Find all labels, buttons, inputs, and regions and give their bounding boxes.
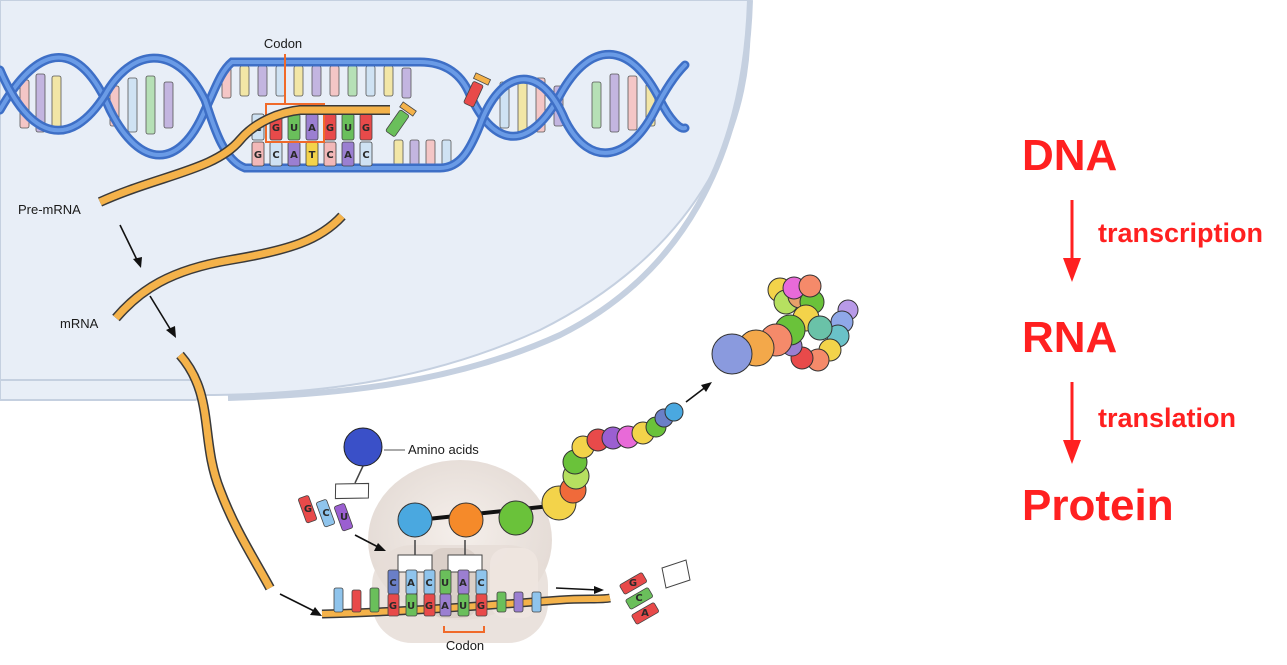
- trna-right-base-1: U: [441, 578, 449, 589]
- exiting-trna-base-2: C: [635, 593, 642, 604]
- codon-right-base-1: A: [441, 601, 449, 612]
- codon-label-bottom: Codon: [446, 638, 484, 653]
- template-base-5: C: [326, 150, 333, 161]
- rna-base-4: A: [308, 123, 316, 134]
- template-base-6: A: [344, 150, 352, 161]
- pre-mrna-label: Pre-mRNA: [18, 202, 81, 217]
- codon-left-base-2: U: [407, 601, 415, 612]
- flow-protein: Protein: [1022, 484, 1174, 528]
- rna-base-7: G: [362, 123, 370, 134]
- flow-transcription: transcription: [1098, 220, 1263, 247]
- incoming-trna-base-3: U: [340, 512, 348, 523]
- mrna-label: mRNA: [60, 316, 99, 331]
- template-base-4: T: [309, 150, 316, 161]
- rna-base-3: U: [290, 123, 298, 134]
- incoming-trna-base-2: C: [322, 508, 329, 519]
- rna-base-2: G: [272, 123, 280, 134]
- codon-right-base-3: G: [477, 601, 485, 612]
- amino-acids-label: Amino acids: [408, 442, 479, 457]
- trna-right-base-2: A: [459, 578, 467, 589]
- codon-left-base-3: G: [425, 601, 433, 612]
- template-strand-bases: G C A T C A C: [252, 142, 372, 166]
- trna-left-base-1: C: [389, 578, 396, 589]
- template-base-1: G: [254, 150, 262, 161]
- folded-protein: [712, 275, 858, 374]
- flow-rna: RNA: [1022, 316, 1117, 360]
- flow-translation: translation: [1098, 405, 1236, 432]
- rna-base-5: G: [326, 123, 334, 134]
- trna-left-base-3: C: [425, 578, 432, 589]
- rna-base-6: U: [344, 123, 352, 134]
- template-base-7: C: [362, 150, 369, 161]
- exiting-trna: G C A: [619, 560, 690, 625]
- amino-acids-callout: Amino acids: [384, 442, 479, 457]
- exiting-trna-base-3: A: [641, 608, 649, 619]
- template-base-2: C: [272, 150, 279, 161]
- codon-left-base-1: G: [389, 601, 397, 612]
- incoming-trna-base-1: G: [304, 504, 312, 515]
- translation-arrow-icon: [1063, 440, 1081, 464]
- trna-right-base-3: C: [477, 578, 484, 589]
- exiting-trna-base-1: G: [629, 578, 637, 589]
- codon-right-base-2: U: [459, 601, 467, 612]
- flow-dna: DNA: [1022, 134, 1117, 178]
- transcription-arrow-icon: [1063, 258, 1081, 282]
- codon-label-top: Codon: [264, 36, 302, 51]
- trna-left-base-2: A: [407, 578, 415, 589]
- template-base-3: A: [290, 150, 298, 161]
